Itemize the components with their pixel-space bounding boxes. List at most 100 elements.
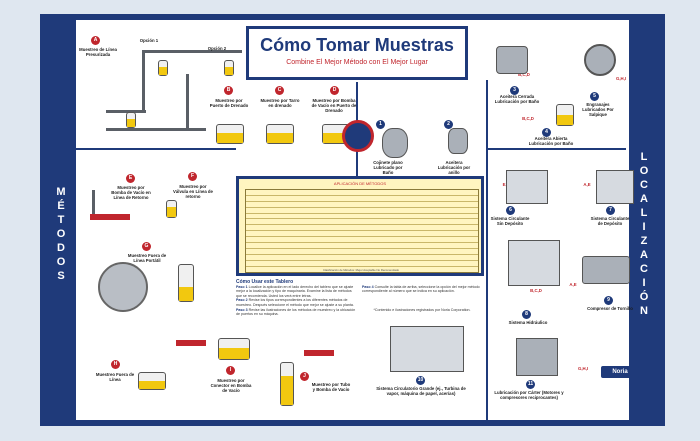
side-letter: L <box>640 151 648 163</box>
side-letter: Ó <box>639 291 649 303</box>
side-letter: C <box>640 263 648 275</box>
side-letter: C <box>640 179 648 191</box>
location-9-badge: 9 <box>604 296 613 305</box>
location-5-codes: G,H,I <box>615 76 627 81</box>
sample-bottle <box>166 200 177 218</box>
location-6-label: Sistema Circulante Sin Depósito <box>490 216 530 226</box>
side-letter: A <box>640 249 648 261</box>
method-h-badge: H <box>111 360 120 369</box>
pipe <box>106 128 206 131</box>
table-grid <box>245 189 479 273</box>
location-1-badge: 1 <box>376 120 385 129</box>
hydraulic-system <box>508 240 560 286</box>
option-1-label: Opción 1 <box>139 38 159 43</box>
instructions-heading: Cómo Usar este Tablero <box>236 279 294 285</box>
location-7-codes: A,E <box>583 182 591 187</box>
circulating-system <box>506 170 548 204</box>
method-j-badge: J <box>300 372 309 381</box>
method-a-label: Muestreo de Línea Presurizada <box>79 47 117 57</box>
location-1-label: Cojinete plano Lubricado por Baño <box>373 160 403 175</box>
method-b-label: Muestreo por Puerto de Drenado <box>209 98 249 108</box>
location-8-badge: 8 <box>522 310 531 319</box>
side-letter: D <box>57 242 65 254</box>
option-2-label: Opción 2 <box>207 46 227 51</box>
poster-subtitle: Combine El Mejor Método con El Mejor Lug… <box>286 59 428 66</box>
screw-compressor <box>582 256 630 284</box>
sample-bottle <box>158 60 168 76</box>
sump <box>218 338 250 360</box>
large-circulating-system <box>390 326 464 372</box>
method-d-badge: D <box>330 86 339 95</box>
reservoir <box>266 124 294 144</box>
location-9-label: Compresor de Tornillo <box>587 306 633 311</box>
pipe <box>142 50 145 110</box>
method-application-table: APLICACIÓN DE MÉTODOS Clasificación de M… <box>236 176 484 276</box>
method-h-label: Muestreo Fuera de Línea <box>95 372 135 382</box>
method-i-label: Muestreo por Conector en Bomba de Vacío <box>210 378 252 393</box>
step-2: Paso 2 Revise los tipos correspondientes… <box>236 298 354 307</box>
location-11-codes: G,H,I <box>577 366 589 371</box>
pipe <box>186 74 189 130</box>
side-letter: I <box>642 277 646 289</box>
location-3-codes: B,C,D <box>518 72 530 77</box>
location-8-codes: B,C,D <box>530 288 542 293</box>
divider <box>76 148 236 150</box>
side-letter: S <box>57 270 65 282</box>
method-i-badge: I <box>226 366 235 375</box>
side-letter: N <box>640 305 648 317</box>
method-b-badge: B <box>224 86 233 95</box>
location-8-label: Sistema Hidráulico <box>508 320 548 325</box>
side-letter: O <box>56 256 66 268</box>
table-title: APLICACIÓN DE MÉTODOS <box>333 181 387 186</box>
pipe <box>142 50 242 53</box>
vacuum-pump <box>176 340 206 346</box>
side-letter: É <box>57 200 65 212</box>
sample-bottle <box>126 112 136 128</box>
table-legend: Clasificación de Métodos: Mejor Aceptabl… <box>322 267 400 272</box>
step-1: Paso 1 Localice la aplicación en el lado… <box>236 284 354 298</box>
sump <box>138 372 166 390</box>
side-letter: O <box>56 228 66 240</box>
step-4: Paso 4 Consulte la tabla de arriba, sele… <box>362 284 480 294</box>
location-2-badge: 2 <box>444 120 453 129</box>
location-10-badge: 10 <box>416 376 425 385</box>
method-f-label: Muestreo por Válvula en Línea de retorno <box>173 184 213 199</box>
location-9-codes: A,E <box>569 282 577 287</box>
poster-title: Cómo Tomar Muestras <box>260 35 454 55</box>
closed-oiler <box>496 46 528 74</box>
method-e-badge: E <box>126 174 135 183</box>
reservoir <box>216 124 244 144</box>
side-letter: M <box>56 186 66 198</box>
title-box: Cómo Tomar Muestras Combine El Mejor Mét… <box>246 26 468 80</box>
vacuum-pump <box>90 214 130 220</box>
method-j-label: Muestreo por Tubo y Bomba de Vacío <box>311 382 351 392</box>
location-7-badge: 7 <box>606 206 615 215</box>
crankcase-engine <box>516 338 558 376</box>
open-oiler <box>556 104 574 126</box>
center-emblem <box>342 120 374 152</box>
side-letter: Z <box>640 235 648 247</box>
bearing-housing <box>382 128 408 158</box>
location-11-label: Lubricación por Cárter (Motores y compre… <box>494 390 564 400</box>
noria-logo: Noria <box>601 366 639 378</box>
sample-bottle <box>224 60 234 76</box>
location-5-badge: 5 <box>590 92 599 101</box>
location-5-label: Engranajes Lubricados Por Salpique <box>582 102 614 117</box>
sample-tube <box>280 362 294 406</box>
location-7-label: Sistema Circulante de Depósito <box>590 216 630 226</box>
location-6-badge: 6 <box>506 206 515 215</box>
copyright-note: *Contenido e ilustraciones registrados p… <box>373 307 471 312</box>
method-d-label: Muestreo por Bomba de Vacío en Puerto de… <box>311 98 357 113</box>
location-10-label: Sistema Circulatorio Grande (ej., Turbin… <box>376 386 466 396</box>
method-c-label: Muestreo por Tarro en drenado <box>260 98 300 108</box>
side-letter: L <box>640 207 648 219</box>
pipe <box>106 110 146 113</box>
side-letter: A <box>640 193 648 205</box>
pump-motor <box>98 262 148 312</box>
method-e-label: Muestreo por Bomba de Vacío en Línea de … <box>111 185 151 200</box>
